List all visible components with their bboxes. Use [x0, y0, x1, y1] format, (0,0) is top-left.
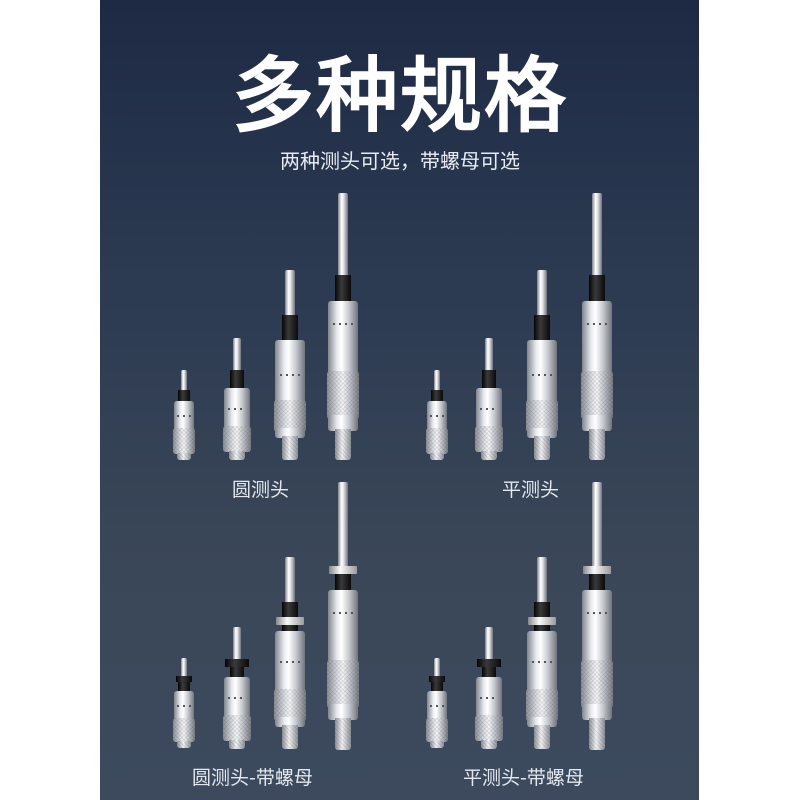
micrometer-head-icon — [581, 482, 613, 750]
micrometer-head-icon — [327, 482, 359, 750]
micrometer-head-icon — [173, 370, 195, 460]
micrometer-head-icon — [173, 658, 195, 748]
group-label-flat-probe-with-nut: 平测头-带螺母 — [463, 767, 584, 789]
micrometer-head-icon — [526, 557, 558, 749]
micrometer-head-icon — [274, 270, 306, 460]
group-label-flat-probe: 平测头 — [502, 479, 560, 501]
micrometer-head-icon — [475, 627, 503, 749]
micrometer-head-icon — [426, 658, 448, 748]
micrometer-head-icon — [223, 627, 251, 749]
micrometer-head-icon — [475, 338, 503, 460]
micrometer-head-icon — [581, 193, 613, 460]
group-label-round-probe-with-nut: 圆测头-带螺母 — [192, 767, 313, 789]
micrometer-head-icon — [426, 370, 448, 460]
micrometer-head-icon — [223, 338, 251, 460]
group-label-round-probe: 圆测头 — [232, 479, 290, 501]
micrometer-head-icon — [526, 270, 558, 460]
page-title: 多种规格 — [231, 49, 568, 144]
micrometer-head-icon — [274, 557, 306, 749]
page-subtitle: 两种测头可选，带螺母可选 — [280, 149, 520, 173]
micrometer-head-icon — [327, 193, 359, 460]
